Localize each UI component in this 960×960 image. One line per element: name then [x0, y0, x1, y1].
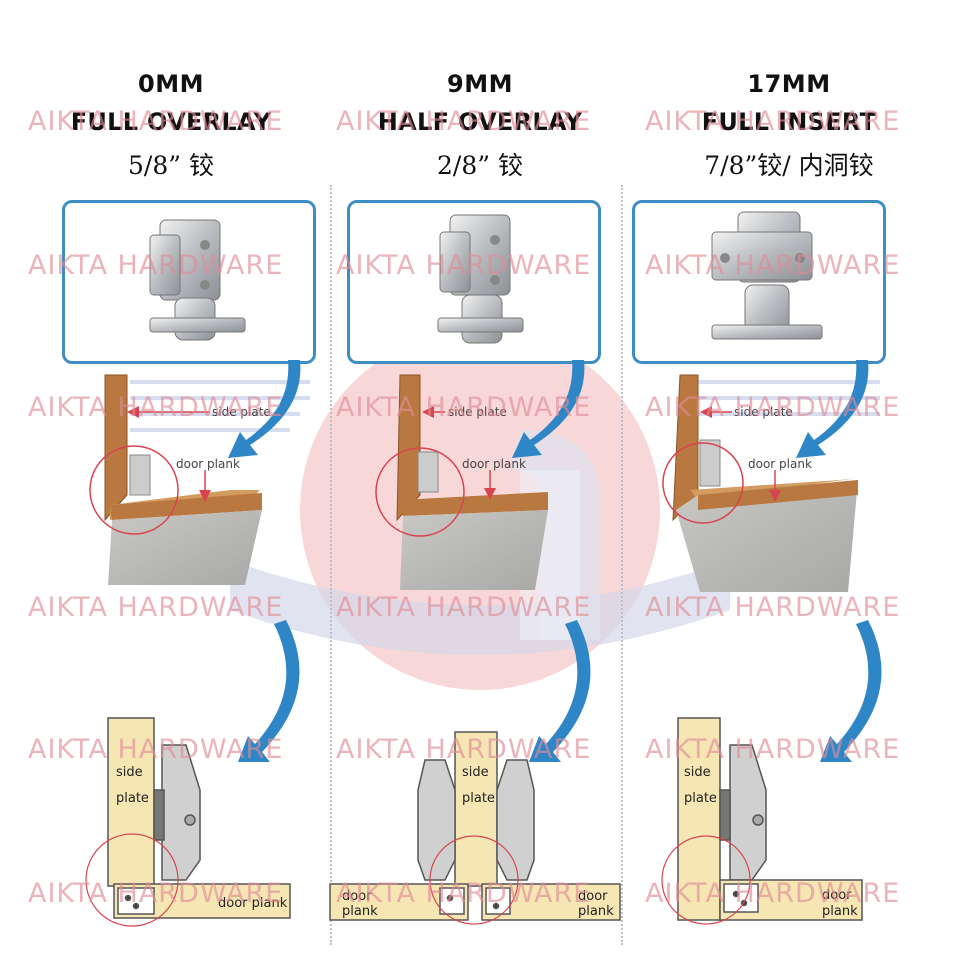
column-full-insert: 17MM FULL INSERT 7/8”铰/ 内洞铰: [636, 0, 942, 960]
diagram-side-label: plate: [684, 791, 717, 806]
detail-circle: [661, 835, 751, 925]
type-heading: FULL OVERLAY: [70, 108, 272, 136]
detail-circle: [375, 447, 465, 537]
diagram-door-label: door: [822, 888, 852, 903]
type-heading: HALF OVERLAY: [377, 108, 583, 136]
arrow-icon: [238, 620, 882, 762]
column-divider: [621, 185, 623, 945]
hinge-icon: [149, 219, 246, 341]
column-divider: [330, 185, 332, 945]
diagram-door-label: plank: [342, 904, 378, 919]
door-plank-label: door plank: [748, 457, 812, 471]
door-plank-label: door plank: [176, 457, 240, 471]
column-half-overlay: 9MM HALF OVERLAY 2/8” 铰: [327, 0, 633, 960]
diagram-side-label: side: [684, 765, 711, 780]
detail-circle: [662, 442, 744, 524]
spec-heading: 5/8” 铰: [128, 151, 214, 180]
cabinet-corner-full-overlay: side plate door plank: [89, 374, 271, 585]
diagram-door-label: door: [342, 889, 372, 904]
cabinet-corner-full-insert: side plate door plank: [662, 374, 858, 592]
diagram-side-label: side: [462, 765, 489, 780]
diagram-door-label: door plank: [218, 896, 288, 911]
spec-heading: 7/8”铰/ 内洞铰: [704, 151, 874, 180]
diagram-door-label: plank: [822, 904, 858, 919]
hinge-diagram-full-insert: [661, 717, 863, 925]
hinge-diagram-full-overlay: [85, 717, 291, 927]
side-plate-label: side plate: [448, 405, 507, 419]
hinge-icon: [711, 211, 823, 340]
diagram-side-label: plate: [116, 791, 149, 806]
detail-circle: [429, 835, 519, 925]
diagram-door-label: door: [578, 889, 608, 904]
detail-circle: [85, 833, 179, 927]
arrow-icon: [228, 360, 869, 458]
door-plank-label: door plank: [462, 457, 526, 471]
type-heading: FULL INSERT: [701, 108, 877, 136]
size-heading: 0MM: [138, 70, 204, 98]
column-full-overlay: 0MM FULL OVERLAY 5/8” 铰: [18, 0, 324, 960]
hinge-icon: [437, 214, 524, 344]
size-heading: 9MM: [447, 70, 513, 98]
diagram-door-label: plank: [578, 904, 614, 919]
detail-circle: [89, 445, 179, 535]
cabinet-corner-half-overlay: side plate door plank: [375, 374, 548, 590]
spec-heading: 2/8” 铰: [437, 151, 523, 180]
diagram-side-label: plate: [462, 791, 495, 806]
size-heading: 17MM: [747, 70, 831, 98]
diagram-side-label: side: [116, 765, 143, 780]
side-plate-label: side plate: [734, 405, 793, 419]
side-plate-label: side plate: [212, 405, 271, 419]
hinge-diagram-half-overlay: [329, 731, 621, 925]
